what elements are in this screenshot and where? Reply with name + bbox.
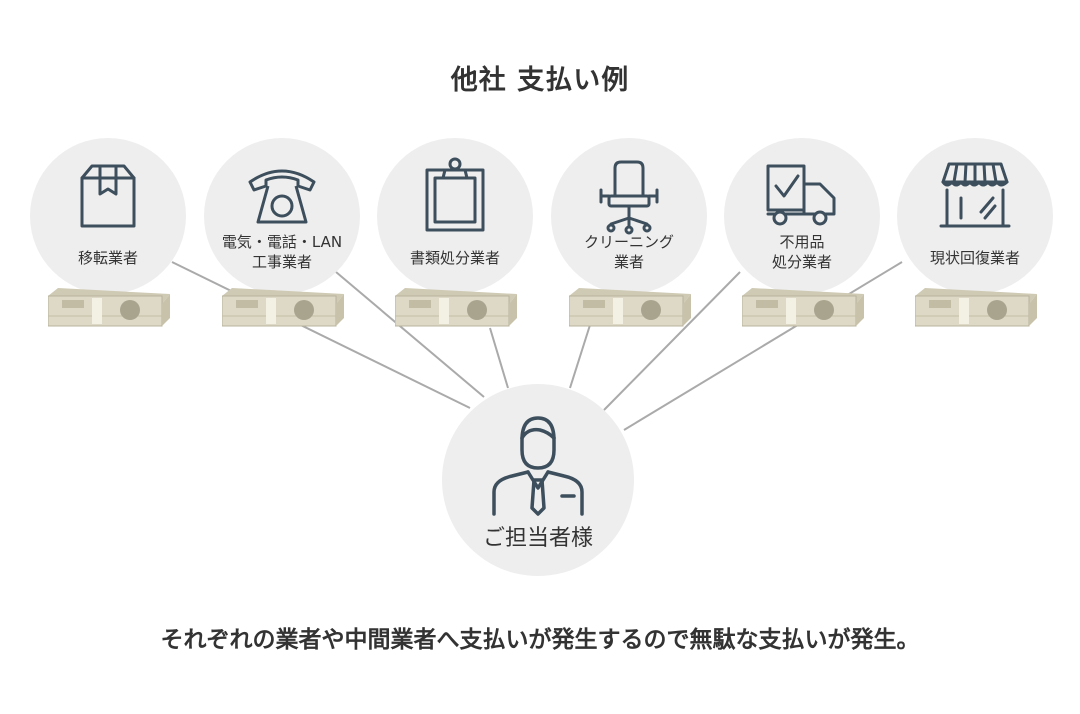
connector-line-4	[569, 324, 591, 389]
banknote-bundle-icon	[48, 288, 170, 327]
banknote-bundle-icon	[222, 288, 344, 327]
office-chair-icon	[599, 160, 659, 235]
delivery-truck-icon	[766, 164, 836, 226]
page-title: 他社 支払い例	[450, 65, 630, 96]
banknote-bundle-icon	[395, 288, 517, 327]
vendor-label: 移転業者	[77, 249, 138, 267]
connector-line-1	[171, 261, 471, 409]
vendor-moving: 移転業者	[30, 138, 186, 294]
vendor-restoration: 現状回復業者	[897, 138, 1053, 294]
vendor-document-disposal: 書類処分業者	[377, 138, 533, 294]
connector-line-5	[603, 271, 741, 411]
client-label: ご担当者様	[482, 526, 593, 551]
connector-line-2	[335, 271, 485, 398]
vendor-label: クリーニング 業者	[583, 233, 674, 271]
banknote-bundle-icon	[742, 288, 864, 327]
vendor-label: 書類処分業者	[409, 249, 500, 267]
connector-line-6	[623, 261, 903, 431]
vendor-label: 不用品 処分業者	[771, 233, 832, 271]
vendor-electric-phone-lan: 電気・電話・LAN 工事業者	[204, 138, 360, 294]
businessman-icon	[492, 416, 584, 516]
telephone-icon	[248, 169, 316, 224]
client-node: ご担当者様	[442, 384, 634, 576]
banknote-bundle-icon	[569, 288, 691, 327]
vendor-cleaning: クリーニング 業者	[551, 138, 707, 294]
clipboard-icon	[425, 157, 485, 232]
footer-caption: それぞれの業者や中間業者へ支払いが発生するので無駄な支払いが発生。	[160, 627, 920, 653]
connector-line-3	[489, 327, 509, 389]
vendor-label: 現状回復業者	[929, 249, 1020, 267]
vendor-label: 電気・電話・LAN 工事業者	[221, 233, 343, 271]
vendor-junk-disposal: 不用品 処分業者	[724, 138, 880, 294]
storefront-icon	[939, 162, 1011, 228]
banknote-bundle-icon	[915, 288, 1037, 327]
box-icon	[80, 164, 136, 228]
